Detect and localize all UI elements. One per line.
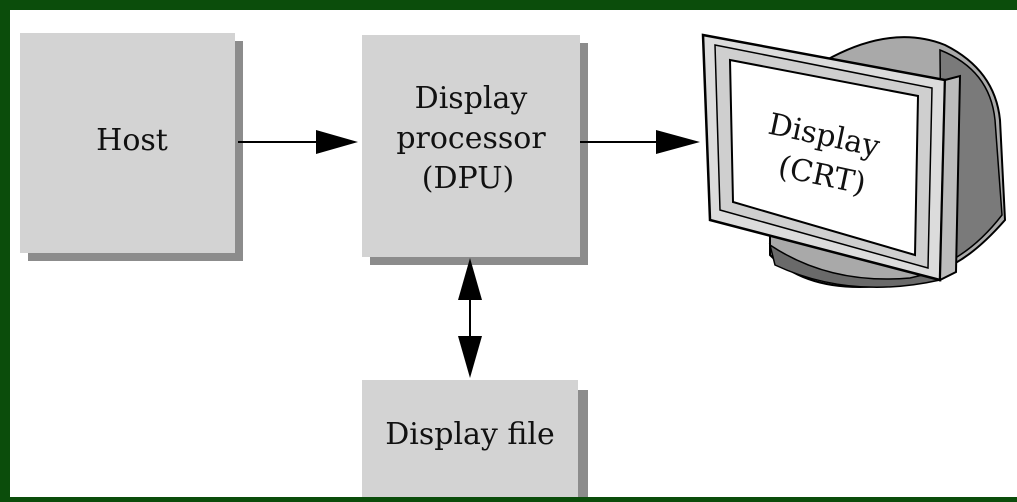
display-file-label: Display file [385, 417, 555, 452]
arrow-dpu-to-crt [580, 130, 700, 154]
host-label: Host [96, 123, 168, 158]
dpu-label-line2: processor [396, 121, 546, 156]
display-file-box: Display file [362, 380, 588, 497]
diagram-canvas: Host Display processor (DPU) [10, 10, 1017, 497]
dpu-box: Display processor (DPU) [362, 35, 588, 265]
arrow-host-to-dpu [238, 130, 358, 154]
dpu-label-line1: Display [415, 81, 528, 116]
dpu-label-line3: (DPU) [422, 161, 514, 196]
crt-monitor-icon: Display (CRT) [701, 33, 1007, 289]
diagram: Host Display processor (DPU) [20, 33, 1007, 497]
arrow-dpu-display-file [458, 258, 482, 378]
host-box: Host [20, 33, 243, 261]
